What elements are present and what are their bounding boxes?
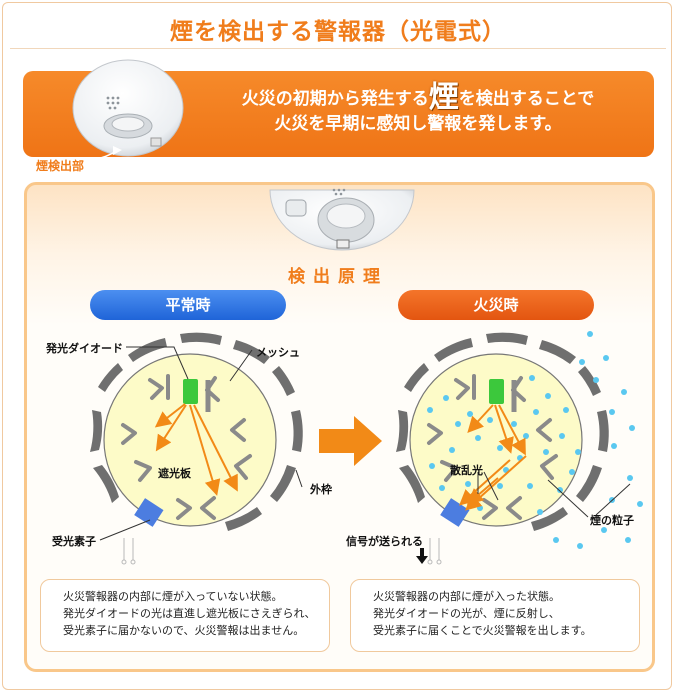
smoke-particle-label: 煙の粒子 [590,514,634,527]
fire-description: 火災警報器の内部に煙が入った状態。 発光ダイオードの光が、煙に反射し、 受光素子… [350,579,640,652]
banner-line1-before: 火災の初期から発生する [241,89,429,109]
fire-leader-lines [477,471,631,518]
fire-state-pill: 火災時 [398,290,594,320]
scatter-light-arrows [459,404,527,511]
down-arrow-icon [416,548,428,564]
banner-line1-after: を検出することで [458,89,595,109]
signal-label: 信号が送られる [346,535,423,548]
receiver-label: 受光素子 [52,535,96,548]
page-title: 煙を検出する警報器（光電式） [170,19,506,45]
labyrinth-walls-fire [427,374,558,520]
banner-line2: 火災を早期に感知し警報を発します。 [274,114,562,134]
smoke-particles [427,331,643,549]
led-emitter-fire [489,379,504,404]
detector-closeup-image [269,188,415,251]
normal-leader-lines [99,346,303,541]
fire-chamber-diagram [396,331,643,565]
led-emitter [183,379,198,404]
outer-frame [90,332,303,531]
labyrinth-walls [121,374,252,520]
shield-label: 遮光板 [158,467,191,480]
mesh-label: メッシュ [256,346,300,359]
section-title: 検出原理 [288,267,388,287]
fire-desc-line: 発光ダイオードの光が、煙に反射し、 [373,607,560,620]
outer-frame-fire [396,332,609,531]
led-label: 発光ダイオード [46,342,123,355]
normal-state-pill: 平常時 [90,290,286,320]
detector-label: 煙検出部 [36,159,85,173]
lead-wires [121,538,136,565]
light-path-arrows [154,403,238,496]
normal-desc-line: 火災警報器の内部に煙が入っていない状態。 [63,590,283,603]
mesh-circle-fire [409,353,583,527]
outer-frame-label: 外枠 [310,483,332,496]
smoke-detector-image [72,59,184,157]
light-receiver-fire [440,498,470,527]
title-divider [10,48,666,49]
arrow-right-icon [319,416,382,466]
detector-pointer-arrow [113,146,122,155]
scatter-light-label: 散乱光 [450,464,483,477]
fire-desc-line: 火災警報器の内部に煙が入った状態。 [373,590,560,603]
banner-text: 火災の初期から発生する煙を検出することで 火災を早期に感知し警報を発します。 [198,83,638,137]
normal-desc-line: 発光ダイオードの光は直進し遮光板にさえぎられ、 [63,607,316,620]
lead-wires-fire [427,538,442,565]
normal-desc-line: 受光素子に届かないので、火災警報は出ません。 [63,624,305,637]
normal-chamber-diagram [90,332,303,565]
light-receiver [134,498,164,527]
normal-description: 火災警報器の内部に煙が入っていない状態。 発光ダイオードの光は直進し遮光板にさえ… [40,579,330,652]
fire-desc-line: 受光素子に届くことで火災警報を出します。 [373,624,592,637]
banner-emphasis: 煙 [428,80,459,115]
